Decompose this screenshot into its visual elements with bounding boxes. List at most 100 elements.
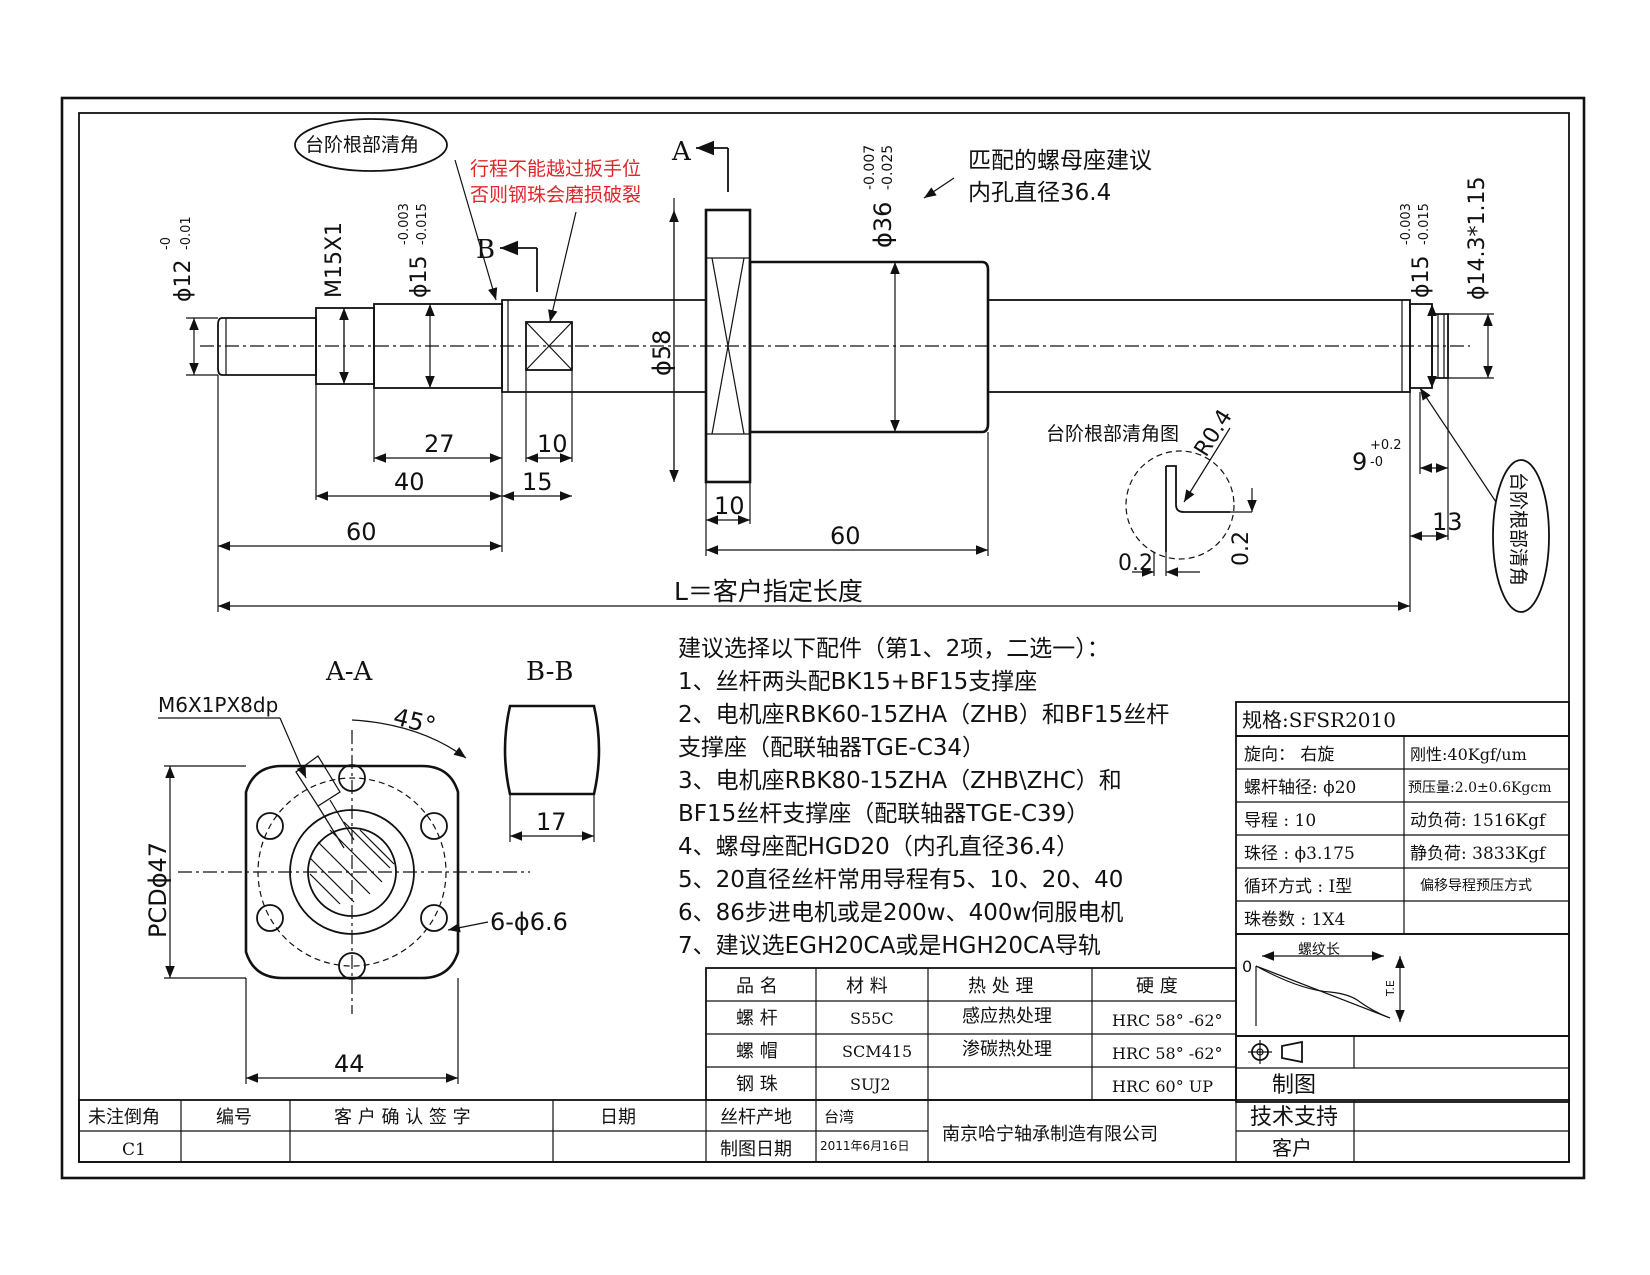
dim-dia-14-3: ϕ14.3*1.15 [1465, 177, 1490, 300]
title-block: 未注倒角 编号 客 户 确 认 签 字 日期 C1 丝杆产地 台湾 制图日期 2… [78, 1099, 1570, 1163]
h-number: 编号 [216, 1107, 252, 1128]
mat-cell: SUJ2 [850, 1075, 891, 1094]
dim-dia-36-tol-low: -0.025 [880, 145, 896, 190]
mat-header: 品 名 [736, 976, 778, 997]
spec-left: 珠卷数 : 1X4 [1244, 910, 1345, 930]
dim-dia-15-right: ϕ15 [1409, 255, 1434, 298]
date-label: 制图日期 [720, 1139, 792, 1160]
mat-cell: SCM415 [842, 1042, 912, 1061]
notes-heading: 建议选择以下配件（第1、2项，二选一）： [678, 636, 1110, 662]
tap-hole-label: M6X1PX8dp [158, 693, 278, 717]
mat-cell: 渗碳热处理 [962, 1039, 1052, 1060]
spec-right: 偏移导程预压方式 [1420, 878, 1532, 894]
dim-dia-36-tol-up: -0.007 [862, 145, 878, 190]
spec-left: 螺杆轴径: ϕ20 [1244, 778, 1356, 798]
callout-bubble-top [294, 118, 448, 172]
callout-chamfer-right: 台阶根部清角 [1507, 472, 1529, 586]
dim-dia-15-tol-up: -0.003 [397, 203, 412, 245]
note-item: BF15丝杆支撑座（配联轴器TGE-C39） [678, 801, 1089, 827]
callout-chamfer-top: 台阶根部清角 [305, 134, 419, 156]
dim-9: 9 [1352, 448, 1367, 476]
mat-cell: HRC 58° -62° [1112, 1011, 1223, 1030]
detail-02-vertical: 0.2 [1229, 531, 1254, 566]
dim-10b: 10 [714, 492, 745, 520]
section-a-marker: A [671, 137, 729, 480]
aa-title: A-A [325, 657, 374, 687]
h-chamfer: 未注倒角 [88, 1107, 160, 1128]
section-aa-view: A-A M6X1PX8dp 45° PCDϕ47 44 6-ϕ6.6 [144, 657, 568, 1084]
dim-dia-15r-tol-low: -0.015 [1417, 203, 1432, 245]
detail-02-horizontal: 0.2 [1118, 551, 1153, 576]
origin-label: 丝杆产地 [720, 1107, 792, 1128]
warning-line2: 否则钢珠会磨损破裂 [470, 184, 641, 206]
mat-cell: 螺 帽 [736, 1041, 778, 1062]
graph-axis: T.E [1384, 980, 1397, 997]
dim-27: 27 [424, 430, 455, 458]
mat-cell: 螺 杆 [736, 1008, 778, 1029]
drawing-label: 制图 [1272, 1073, 1316, 1098]
flat-17: 17 [536, 808, 567, 836]
nut-seat-note-2: 内孔直径36.4 [968, 180, 1111, 206]
mat-cell: HRC 60° UP [1112, 1077, 1213, 1096]
nut-body [748, 260, 990, 434]
section-bb-view: B-B 17 [503, 657, 601, 842]
outer-border [60, 96, 1586, 1180]
dim-dia-15-tol-low: -0.015 [415, 203, 430, 245]
dim-dia-12: ϕ12 [171, 259, 196, 302]
spec-right: 静负荷: 3833Kgf [1410, 844, 1547, 864]
angle-label: 45° [391, 703, 439, 740]
width-44: 44 [334, 1050, 365, 1078]
bb-title: B-B [526, 657, 573, 687]
dim-dia-36: ϕ36 [869, 202, 897, 248]
dim-13: 13 [1432, 508, 1463, 536]
dia-dimensions-right: ϕ15 -0.003 -0.015 ϕ14.3*1.15 [1399, 177, 1494, 388]
dim-thread-m15: M15X1 [322, 222, 347, 298]
bolt-hole [256, 812, 284, 840]
detail-title: 台阶根部清角图 [1046, 423, 1179, 445]
section-a-label: A [671, 137, 692, 167]
callout-bubble-right [1492, 459, 1550, 613]
warning-line1: 行程不能越过扳手位 [470, 158, 641, 180]
dim-dia-15r-tol-up: -0.003 [1399, 203, 1414, 245]
total-length: L＝客户指定长度 [674, 577, 863, 606]
note-item: 2、电机座RBK60-15ZHA（ZHB）和BF15丝杆 [678, 702, 1169, 728]
company-name: 南京哈宁轴承制造有限公司 [942, 1124, 1158, 1145]
note-item: 3、电机座RBK80-15ZHA（ZHB\ZHC）和 [678, 768, 1122, 794]
h-date: 日期 [600, 1107, 636, 1128]
accessory-notes: 建议选择以下配件（第1、2项，二选一）： 1、丝杆两头配BK15+BF15支撑座… [678, 636, 1169, 959]
pcd-label: PCDϕ47 [144, 842, 172, 938]
projection-block: 制图 [1235, 1035, 1570, 1103]
note-item: 5、20直径丝杆常用导程有5、10、20、40 [678, 867, 1123, 893]
dim-dia-15-left: ϕ15 [407, 255, 432, 298]
h-customer-sign: 客 户 确 认 签 字 [334, 1107, 471, 1128]
mat-header: 硬 度 [1136, 976, 1178, 997]
tech-support: 技术支持 [1250, 1105, 1338, 1130]
bolt-hole [256, 904, 284, 932]
spec-right: 刚性:40Kgf/um [1410, 745, 1527, 764]
materials-table: 品 名 材 料 热 处 理 硬 度 螺 杆 S55C 感应热处理 HRC 58°… [705, 967, 1237, 1101]
dim-60b: 60 [830, 522, 861, 550]
spec-left: 导程 : 10 [1244, 811, 1316, 831]
note-item: 支撑座（配联轴器TGE-C34） [678, 735, 985, 761]
section-b-marker: B [476, 235, 538, 292]
graph-zero: 0 [1242, 957, 1252, 976]
dim-40: 40 [394, 468, 425, 496]
detail-view: 台阶根部清角图 0.2 0.2 R0.4 [1046, 405, 1257, 577]
note-item: 4、螺母座配HGD20（内孔直径36.4） [678, 834, 1079, 860]
dim-dia-12-tol-low: -0.01 [179, 216, 194, 250]
holes-label: 6-ϕ6.6 [490, 908, 568, 936]
dim-60a: 60 [346, 518, 377, 546]
mat-header: 热 处 理 [968, 976, 1033, 997]
mat-cell: S55C [850, 1009, 894, 1028]
spec-table: 规格:SFSR2010 旋向： 右旋 刚性:40Kgf/um 螺杆轴径: ϕ20… [1235, 701, 1570, 935]
bolt-hole [420, 812, 448, 840]
detail-radius: R0.4 [1190, 405, 1238, 461]
mat-cell: 钢 珠 [736, 1074, 778, 1095]
spec-left: 珠径 : ϕ3.175 [1244, 844, 1355, 864]
dia-dimensions-left: ϕ12 -0 -0.01 M15X1 ϕ15 -0.003 -0.015 ϕ58… [159, 145, 900, 482]
dim-dia-58: ϕ58 [648, 330, 676, 376]
spec-left: 循环方式 : I型 [1244, 877, 1352, 897]
spec-model: 规格:SFSR2010 [1242, 708, 1396, 732]
dim-9-tol-up: +0.2 [1370, 438, 1402, 453]
